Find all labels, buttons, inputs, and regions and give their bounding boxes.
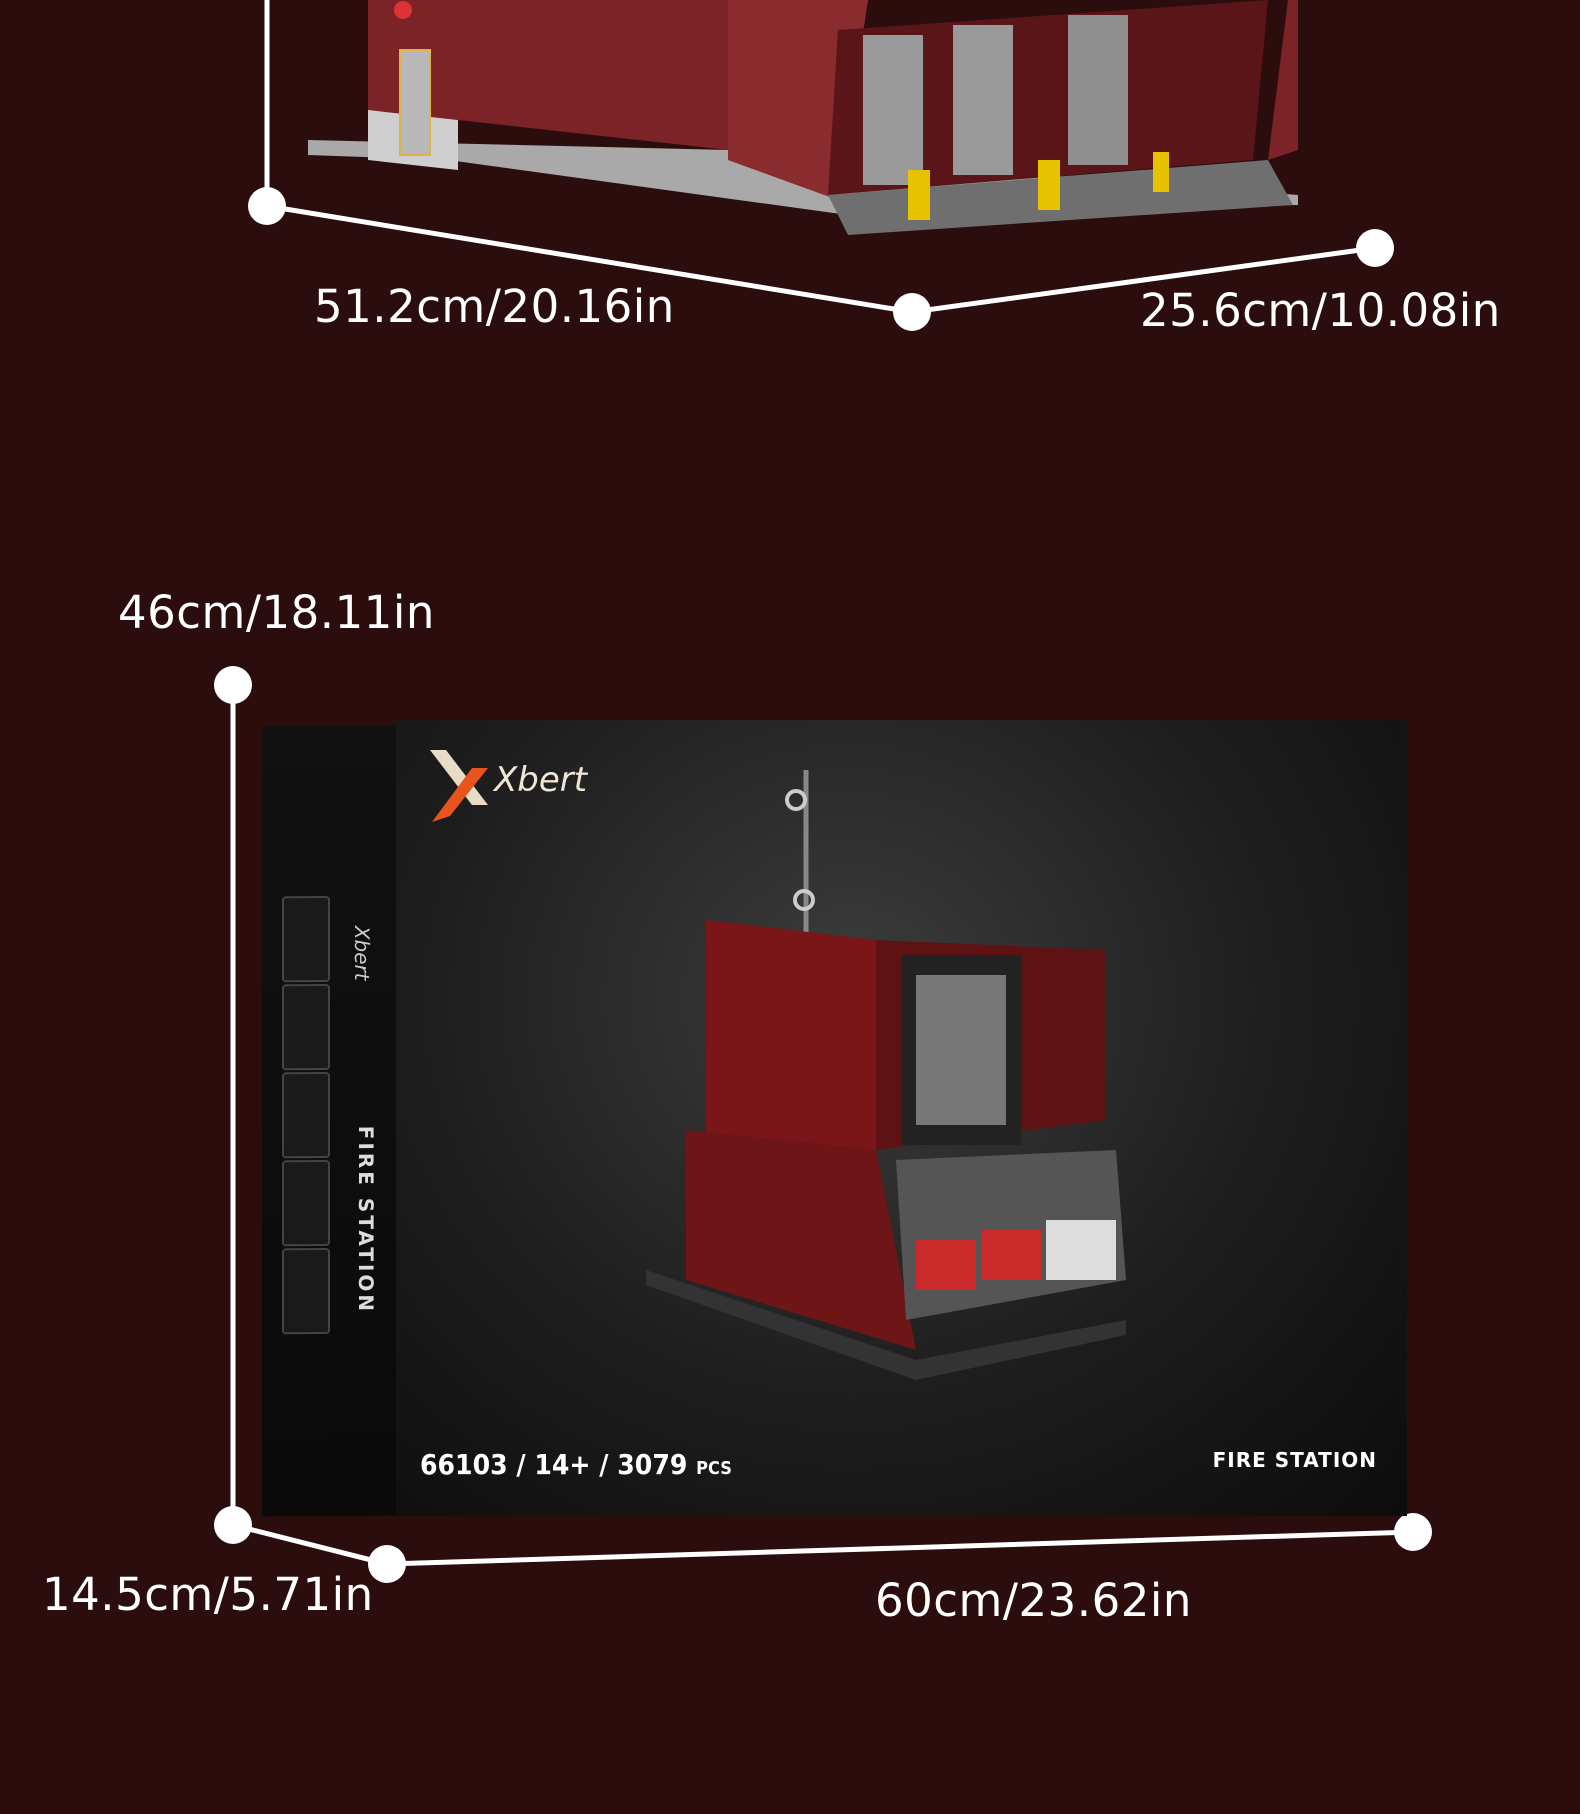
top-length-label: 51.2cm/20.16in [314, 280, 675, 333]
fire-station-box-art [646, 770, 1126, 1380]
box-height-label: 46cm/18.11in [118, 586, 435, 639]
fire-station-model-image [308, 0, 1308, 245]
piece-count: 3079 [617, 1448, 688, 1481]
box-front: Xbert 66103 / 14+ / 3079 PCS FIRE STATIO… [396, 720, 1407, 1516]
age-rating: 14+ [534, 1448, 591, 1481]
part-thumbnail [282, 983, 330, 1071]
box-length-label: 60cm/23.62in [875, 1574, 1192, 1627]
part-thumbnail [282, 1159, 330, 1247]
part-thumbnail [282, 1071, 330, 1159]
part-thumbnail [282, 1247, 330, 1335]
brand-name: Xbert [494, 760, 588, 800]
spine-brand: Xbert [350, 925, 374, 981]
box-depth-label: 14.5cm/5.71in [42, 1568, 374, 1621]
xbert-logo-icon [430, 750, 488, 822]
part-thumbnail [282, 895, 330, 983]
piece-unit: PCS [696, 1458, 732, 1479]
top-width-label: 25.6cm/10.08in [1140, 284, 1501, 337]
model-number: 66103 [420, 1448, 508, 1481]
box-spine: Xbert FIRE STATION [262, 725, 396, 1517]
front-title: FIRE STATION [1212, 1448, 1377, 1472]
product-box: Xbert FIRE STATION Xbert 66103 / 14+ / [262, 720, 1407, 1520]
spine-title: FIRE STATION [354, 1125, 378, 1315]
product-info: 66103 / 14+ / 3079 PCS [420, 1448, 732, 1481]
